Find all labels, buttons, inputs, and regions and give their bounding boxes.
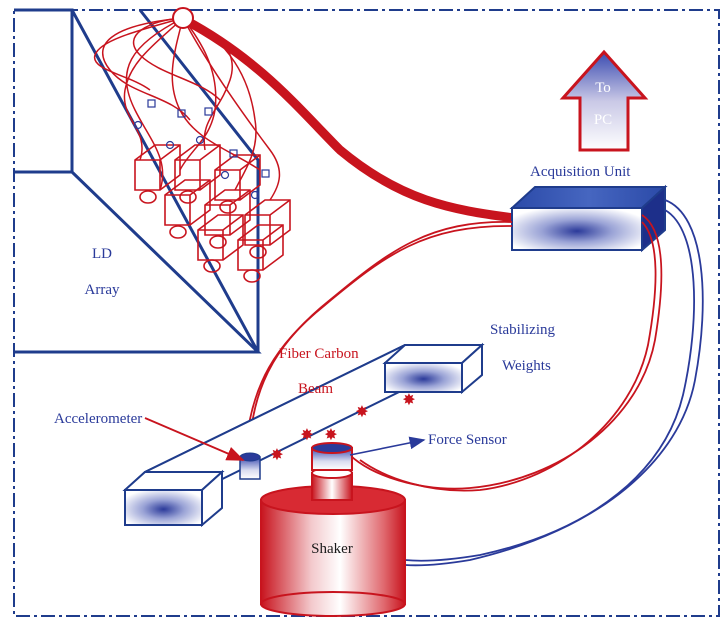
stabilizing-label: Stabilizing bbox=[490, 322, 555, 338]
weights-label: Weights bbox=[502, 358, 551, 374]
signal-cables-red bbox=[245, 214, 663, 492]
force-sensor-pointer bbox=[349, 436, 426, 456]
signal-cables-blue bbox=[404, 199, 704, 567]
spot-marker-icon: ✸ bbox=[402, 390, 415, 409]
pc-label-text: PC bbox=[594, 112, 612, 128]
force-sensor bbox=[311, 442, 353, 471]
accelerometer-sensor bbox=[239, 452, 261, 480]
ld-label: LD bbox=[92, 246, 112, 262]
accelerometer-label: Accelerometer bbox=[54, 411, 142, 427]
spot-marker-icon: ✸ bbox=[324, 425, 337, 444]
ld-detector-grid bbox=[133, 99, 291, 283]
to-pc-arrow: To bbox=[559, 49, 649, 152]
beam-label: Beam bbox=[298, 381, 333, 397]
acquisition-unit-box bbox=[509, 184, 668, 253]
fiber-trunk bbox=[172, 7, 516, 223]
to-label: To bbox=[595, 80, 611, 96]
accelerometer-pointer bbox=[144, 417, 245, 461]
fiber-carbon-label: Fiber Carbon bbox=[279, 346, 359, 362]
stabilizing-weight-right bbox=[382, 342, 485, 395]
spot-marker-icon: ✸ bbox=[300, 425, 313, 444]
frame-border bbox=[13, 9, 720, 617]
acquisition-unit-label: Acquisition Unit bbox=[530, 164, 631, 180]
spot-marker-icon: ✸ bbox=[270, 445, 283, 464]
measurement-points: ✸ ✸ ✸ ✸ ✸ bbox=[270, 390, 415, 464]
stabilizing-weight-left bbox=[122, 469, 225, 528]
spot-marker-icon: ✸ bbox=[355, 402, 368, 421]
force-sensor-label: Force Sensor bbox=[428, 432, 507, 448]
shaker-label: Shaker bbox=[311, 541, 353, 557]
fiber-cables-tangle bbox=[94, 17, 281, 201]
shaker-rod bbox=[311, 467, 353, 501]
ld-array-panel bbox=[14, 8, 262, 354]
array-label: Array bbox=[85, 282, 120, 298]
